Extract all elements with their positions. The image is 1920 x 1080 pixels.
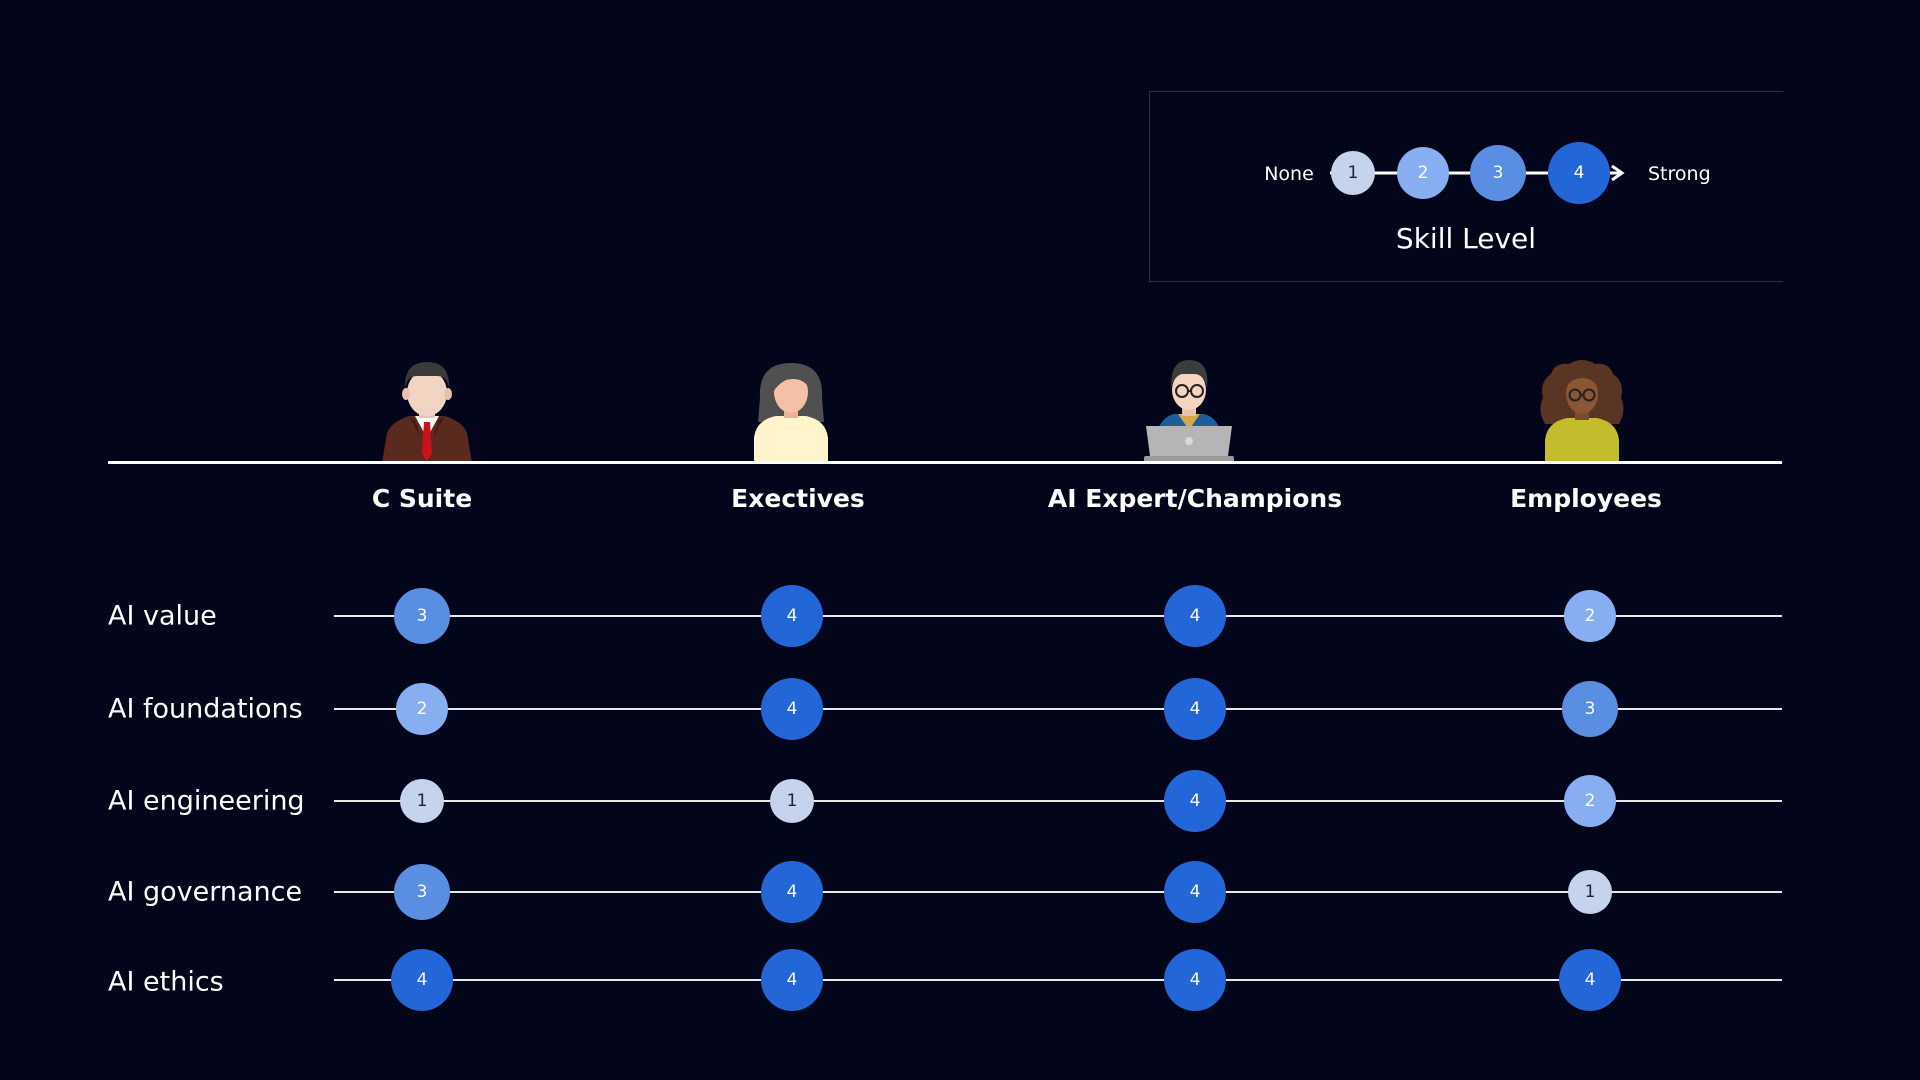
legend-level-2-value: 2 xyxy=(1418,163,1429,183)
group-label-c-suite: C Suite xyxy=(371,484,473,513)
skill-level-marker-value: 4 xyxy=(787,699,798,719)
skill-level-marker-circle xyxy=(1164,585,1226,647)
skill-level-marker-value: 4 xyxy=(1190,970,1201,990)
skill-level-marker-circle xyxy=(400,779,444,823)
skill-level-marker: 4 xyxy=(1164,949,1226,1011)
skill-level-marker-value: 4 xyxy=(1190,606,1201,626)
skill-level-marker: 4 xyxy=(1164,678,1226,740)
skill-level-marker: 4 xyxy=(1164,861,1226,923)
skill-level-marker: 1 xyxy=(770,779,814,823)
legend-level-2: 2 xyxy=(1397,147,1449,199)
skill-level-marker-circle xyxy=(1164,861,1226,923)
legend-level-3: 3 xyxy=(1470,145,1526,201)
skill-level-marker-value: 1 xyxy=(787,791,798,811)
legend-high-label: Strong xyxy=(1648,163,1711,185)
legend-level-4-circle xyxy=(1548,142,1610,204)
skill-label-ai-value: AI value xyxy=(108,600,217,632)
skill-level-marker-circle xyxy=(391,949,453,1011)
group-label-executives: Exectives xyxy=(731,484,865,513)
skill-level-marker: 4 xyxy=(1164,585,1226,647)
skill-level-marker-value: 4 xyxy=(1190,791,1201,811)
skill-level-marker-circle xyxy=(761,678,823,740)
skill-level-marker: 4 xyxy=(1559,949,1621,1011)
skill-level-marker-circle xyxy=(1568,870,1612,914)
skill-level-marker-value: 4 xyxy=(417,970,428,990)
group-label-employees: Employees xyxy=(1510,484,1662,513)
skill-level-marker-circle xyxy=(1164,770,1226,832)
skill-level-marker: 3 xyxy=(394,864,450,920)
skill-level-marker-value: 2 xyxy=(417,699,428,719)
skill-level-marker: 4 xyxy=(391,949,453,1011)
skill-level-marker-circle xyxy=(761,861,823,923)
skill-level-marker: 1 xyxy=(1568,870,1612,914)
skill-level-marker-circle xyxy=(1164,949,1226,1011)
skill-level-marker-value: 2 xyxy=(1585,791,1596,811)
skill-level-marker-circle xyxy=(396,683,448,735)
skill-level-marker-circle xyxy=(394,864,450,920)
skill-level-marker-circle xyxy=(1564,775,1616,827)
skill-level-marker: 4 xyxy=(761,861,823,923)
skill-level-marker: 4 xyxy=(1164,770,1226,832)
skill-level-marker: 1 xyxy=(400,779,444,823)
group-label-ai-experts: AI Expert/Champions xyxy=(1047,484,1343,513)
legend-arrow-icon xyxy=(1611,164,1625,182)
skill-label-ai-governance: AI governance xyxy=(108,876,303,908)
skill-level-marker-circle xyxy=(770,779,814,823)
man-with-glasses-laptop-avatar-icon xyxy=(1144,360,1234,462)
skill-level-marker: 3 xyxy=(394,588,450,644)
legend-box xyxy=(1149,91,1783,282)
skill-level-marker-value: 2 xyxy=(1585,606,1596,626)
legend-level-4: 4 xyxy=(1548,142,1610,204)
legend-level-3-circle xyxy=(1470,145,1526,201)
skill-level-marker: 3 xyxy=(1562,681,1618,737)
skill-level-marker-value: 3 xyxy=(417,606,428,626)
legend-level-1-circle xyxy=(1331,151,1375,195)
legend-level-1-value: 1 xyxy=(1348,163,1359,183)
skill-level-marker-value: 4 xyxy=(787,970,798,990)
skill-level-marker-value: 4 xyxy=(787,882,798,902)
legend-title: Skill Level xyxy=(1395,222,1537,255)
skill-level-marker-circle xyxy=(1564,590,1616,642)
skill-label-ai-foundations: AI foundations xyxy=(108,693,303,725)
legend-level-4-value: 4 xyxy=(1574,163,1585,183)
skill-level-marker: 4 xyxy=(761,678,823,740)
skill-level-marker: 2 xyxy=(1564,775,1616,827)
skill-level-marker-value: 4 xyxy=(1190,882,1201,902)
legend-low-label: None xyxy=(1264,163,1314,185)
skill-level-marker-circle xyxy=(761,949,823,1011)
executive-man-avatar-icon xyxy=(382,362,472,463)
skill-level-marker: 4 xyxy=(761,949,823,1011)
skill-level-marker: 4 xyxy=(761,585,823,647)
skill-level-marker-value: 4 xyxy=(1585,970,1596,990)
legend-level-2-circle xyxy=(1397,147,1449,199)
legend-level-1: 1 xyxy=(1331,151,1375,195)
skill-level-marker-circle xyxy=(1559,949,1621,1011)
skill-level-marker-circle xyxy=(761,585,823,647)
skill-label-ai-ethics: AI ethics xyxy=(108,966,224,998)
skill-level-marker-circle xyxy=(394,588,450,644)
skill-level-marker: 2 xyxy=(1564,590,1616,642)
woman-curly-hair-glasses-avatar-icon xyxy=(1540,360,1624,463)
skill-level-marker-value: 1 xyxy=(417,791,428,811)
legend-level-3-value: 3 xyxy=(1493,163,1504,183)
woman-avatar-icon xyxy=(754,363,828,463)
skill-level-marker-circle xyxy=(1164,678,1226,740)
header-divider xyxy=(108,461,1782,464)
skill-level-marker-value: 3 xyxy=(417,882,428,902)
skill-level-marker: 2 xyxy=(396,683,448,735)
skill-label-ai-engineering: AI engineering xyxy=(108,785,305,817)
skill-level-marker-value: 3 xyxy=(1585,699,1596,719)
skill-level-marker-value: 4 xyxy=(1190,699,1201,719)
skill-level-marker-value: 1 xyxy=(1585,882,1596,902)
skill-level-marker-value: 4 xyxy=(787,606,798,626)
skill-level-marker-circle xyxy=(1562,681,1618,737)
